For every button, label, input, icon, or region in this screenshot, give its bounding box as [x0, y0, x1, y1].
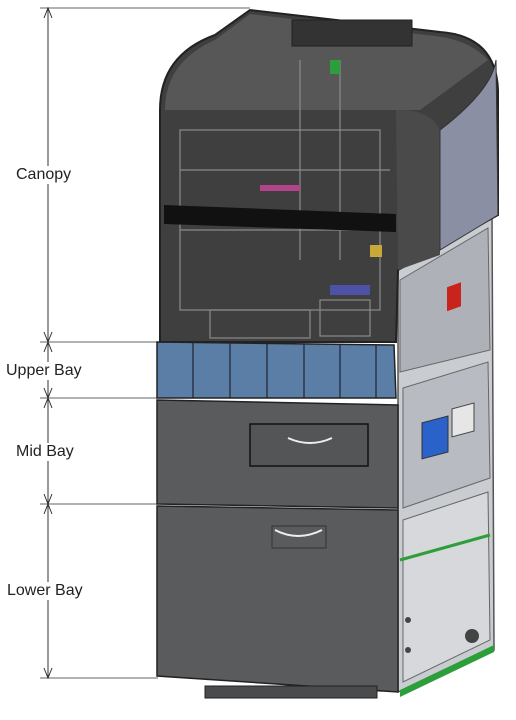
- mid-bay: [156, 399, 399, 509]
- side-panel: [397, 208, 495, 697]
- lower-bay-label: Lower Bay: [5, 582, 85, 600]
- upper-bay: [156, 341, 397, 399]
- lower-bay: [156, 505, 399, 699]
- canopy: [159, 8, 499, 343]
- upper-bay-label: Upper Bay: [4, 362, 84, 380]
- canopy-label: Canopy: [14, 166, 74, 184]
- dimension-line: [40, 6, 250, 680]
- mid-bay-label: Mid Bay: [14, 443, 76, 461]
